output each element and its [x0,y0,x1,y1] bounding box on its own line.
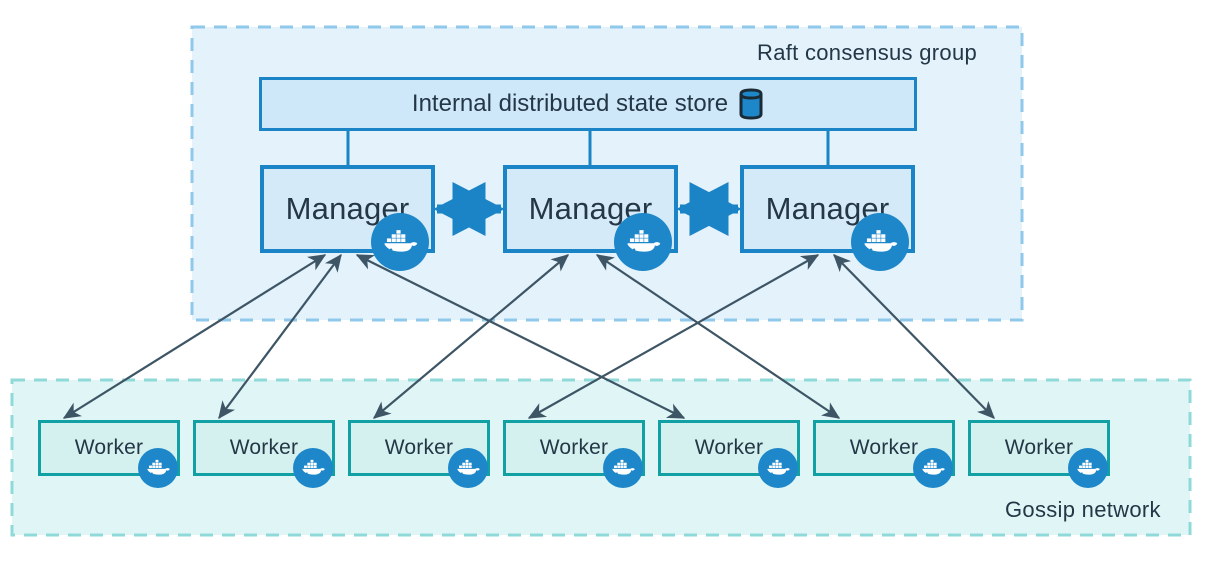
manager-worker-link-m3-w4 [527,254,820,419]
worker-label: Worker [539,436,609,459]
docker-icon [913,448,953,488]
docker-icon [1068,448,1108,488]
database-icon [738,88,764,120]
docker-icon [371,213,429,271]
docker-icon [758,448,798,488]
worker-label: Worker [1004,436,1074,459]
worker-label: Worker [694,436,764,459]
docker-icon [448,448,488,488]
internal-state-store-box[interactable]: Internal distributed state store [259,77,917,131]
worker-label: Worker [74,436,144,459]
worker-label: Worker [849,436,919,459]
docker-icon [603,448,643,488]
raft-consensus-group-label: Raft consensus group [757,40,978,65]
worker-box-1[interactable]: Worker [38,420,180,476]
manager-box-2[interactable]: Manager [503,165,678,253]
worker-label: Worker [384,436,454,459]
docker-icon [851,213,909,271]
docker-icon [614,213,672,271]
manager-worker-link-m3-w7 [833,254,995,419]
manager-worker-link-m1-w1 [62,254,327,419]
worker-label: Worker [229,436,299,459]
docker-icon [293,448,333,488]
docker-icon [138,448,178,488]
internal-state-store-label: Internal distributed state store [411,90,729,117]
gossip-network-label: Gossip network [1005,497,1161,522]
manager-worker-link-m1-w2 [218,253,342,420]
manager-worker-link-m2-w3 [372,254,570,419]
